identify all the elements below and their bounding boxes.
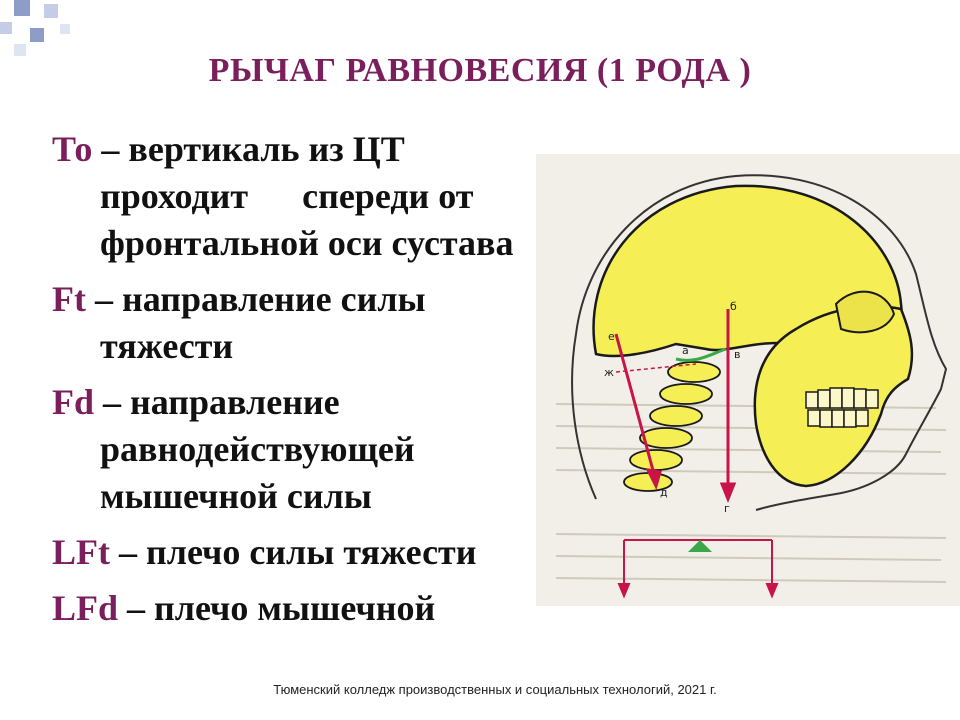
skull-lever-illustration: е б а в ж д г: [536, 154, 960, 606]
muscle-line: [675, 347, 727, 362]
force-arrows: [614, 309, 737, 504]
label-g: г: [724, 502, 730, 515]
definition-lft-lead: – плечо силы тяжести: [110, 532, 477, 572]
definition-ft-lead: – направление силы: [85, 279, 426, 319]
definition-fd-lead: – направление: [94, 382, 340, 422]
definition-lfd-lead: – плечо мышечной: [118, 588, 436, 628]
definition-ft-cont: тяжести: [100, 326, 234, 366]
term-lft: LFt: [52, 532, 110, 572]
definition-to-lead: – вертикаль из ЦТ: [92, 129, 405, 169]
label-zh: ж: [604, 366, 614, 379]
arrow-ft-head: [719, 482, 737, 504]
definition-lfd: LFd – плечо мышечной: [52, 585, 542, 632]
term-to: То: [52, 129, 93, 169]
slide-footer: Тюменский колледж производственных и соц…: [273, 682, 717, 697]
lever-scheme: [617, 539, 779, 599]
label-v: в: [734, 348, 740, 361]
definition-fd: Fd – направление равнодействующей мышечн…: [52, 379, 542, 520]
label-d: д: [660, 486, 668, 499]
definition-list: То – вертикаль из ЦТ проходит спереди от…: [52, 126, 542, 641]
lever-dashed-line: [615, 363, 697, 373]
head-profile-outline: [571, 174, 948, 511]
skull-orbit: [834, 290, 896, 334]
definition-ft: Ft – направление силы тяжести: [52, 276, 542, 370]
label-e: е: [608, 330, 615, 343]
corner-decoration: [0, 0, 70, 56]
arrow-fd: [614, 333, 656, 475]
slide-title: РЫЧАГ РАВНОВЕСИЯ (1 РОДА ): [208, 52, 752, 89]
arrow-fd-head: [645, 468, 662, 491]
definition-lft: LFt – плечо силы тяжести: [52, 529, 542, 576]
definition-to: То – вертикаль из ЦТ проходит спереди от…: [52, 126, 542, 267]
term-lfd: LFd: [52, 588, 119, 628]
skull-teeth: [805, 387, 879, 428]
term-ft: Ft: [52, 279, 86, 319]
definition-to-cont: проходит спереди от фронтальной оси суст…: [100, 176, 514, 263]
term-fd: Fd: [52, 382, 95, 422]
fulcrum-triangle: [688, 540, 712, 552]
label-a: а: [682, 344, 689, 357]
label-b: б: [730, 300, 737, 313]
definition-fd-cont: равнодействующей мышечной силы: [100, 429, 415, 516]
